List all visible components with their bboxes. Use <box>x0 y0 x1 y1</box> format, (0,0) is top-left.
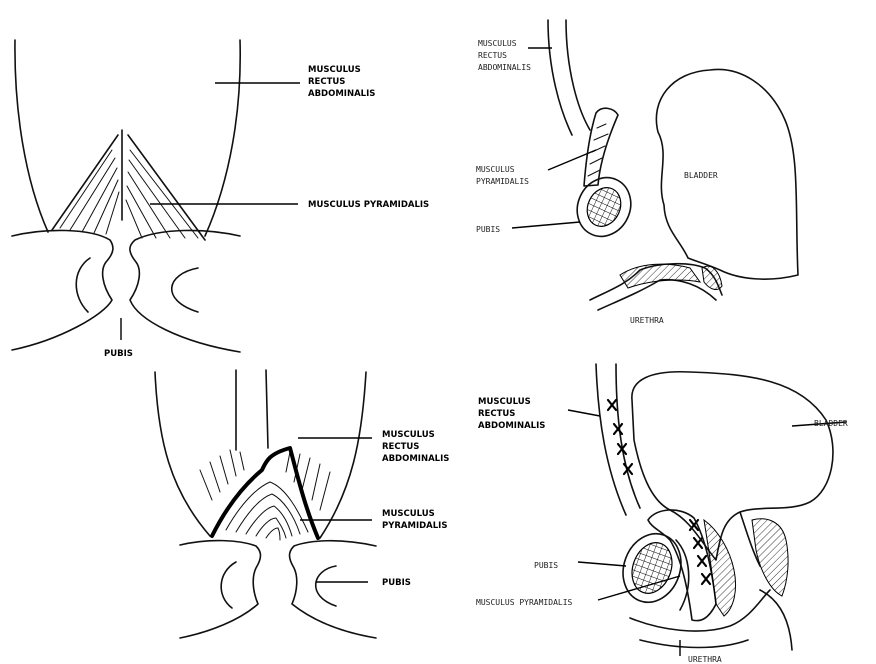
leader-lines <box>121 83 300 340</box>
pubic-bones <box>12 230 240 352</box>
urethra-label: URETHRA <box>630 316 664 325</box>
rectus-label-line2: RECTUS <box>308 77 345 87</box>
rectus-label-line1: MUSCULUS <box>478 397 531 407</box>
pubis-label: PUBIS <box>104 349 133 359</box>
rectus-label-line2: RECTUS <box>478 51 507 60</box>
urethra-lower <box>630 590 792 650</box>
panel-top-right: MUSCULUS RECTUS ABDOMINALIS MUSCULUS PYR… <box>476 20 798 325</box>
pyramidalis-label: MUSCULUS PYRAMIDALIS <box>476 598 573 607</box>
pubis-sagittal <box>568 169 640 245</box>
rectus-label-line2: RECTUS <box>478 409 515 419</box>
pyramidalis-label-line1: MUSCULUS <box>476 165 515 174</box>
pubis-lower <box>614 526 691 611</box>
pyramidalis-sagittal <box>584 108 618 186</box>
bladder-label: BLADDER <box>814 419 848 428</box>
leader-lines-tr <box>512 48 596 228</box>
rectus-label-line1: MUSCULUS <box>478 39 517 48</box>
pubis-label: PUBIS <box>382 578 411 588</box>
pyramidalis-label-line2: PYRAMIDALIS <box>382 521 447 531</box>
rectus-label-line3: ABDOMINALIS <box>308 89 375 99</box>
rectus-label-line3: ABDOMINALIS <box>478 63 531 72</box>
urethra-label: URETHRA <box>688 655 722 664</box>
rectus-label-line3: ABDOMINALIS <box>382 454 449 464</box>
rectus-abdominis-lower <box>155 370 366 538</box>
urethra-top <box>590 264 722 310</box>
rectus-sagittal <box>548 20 590 135</box>
pubis-label: PUBIS <box>534 561 558 570</box>
bladder-lower <box>632 372 833 560</box>
pubic-bones-lower <box>180 541 376 638</box>
pyramidalis-label-line1: MUSCULUS <box>382 509 435 519</box>
bladder-label: BLADDER <box>684 171 718 180</box>
rectus-label-line3: ABDOMINALIS <box>478 421 545 431</box>
panel-bottom-right: MUSCULUS RECTUS ABDOMINALIS BLADDER PUBI… <box>476 364 848 664</box>
bladder-top <box>656 69 798 279</box>
pyramidalis-lower <box>212 448 318 540</box>
pyramidalis-label: MUSCULUS PYRAMIDALIS <box>308 200 429 210</box>
pubis-label: PUBIS <box>476 225 500 234</box>
rectus-label-line1: MUSCULUS <box>382 430 435 440</box>
panel-bottom-left: MUSCULUS RECTUS ABDOMINALIS MUSCULUS PYR… <box>155 370 449 638</box>
rectus-label-line2: RECTUS <box>382 442 419 452</box>
panel-top-left: MUSCULUS RECTUS ABDOMINALIS MUSCULUS PYR… <box>12 40 429 359</box>
rectus-label-line1: MUSCULUS <box>308 65 361 75</box>
pyramidalis-muscle <box>52 135 205 240</box>
right-hatched-wall <box>740 512 788 596</box>
pyramidalis-label-line2: PYRAMIDALIS <box>476 177 529 186</box>
rectus-abdominis-outline <box>15 40 240 236</box>
